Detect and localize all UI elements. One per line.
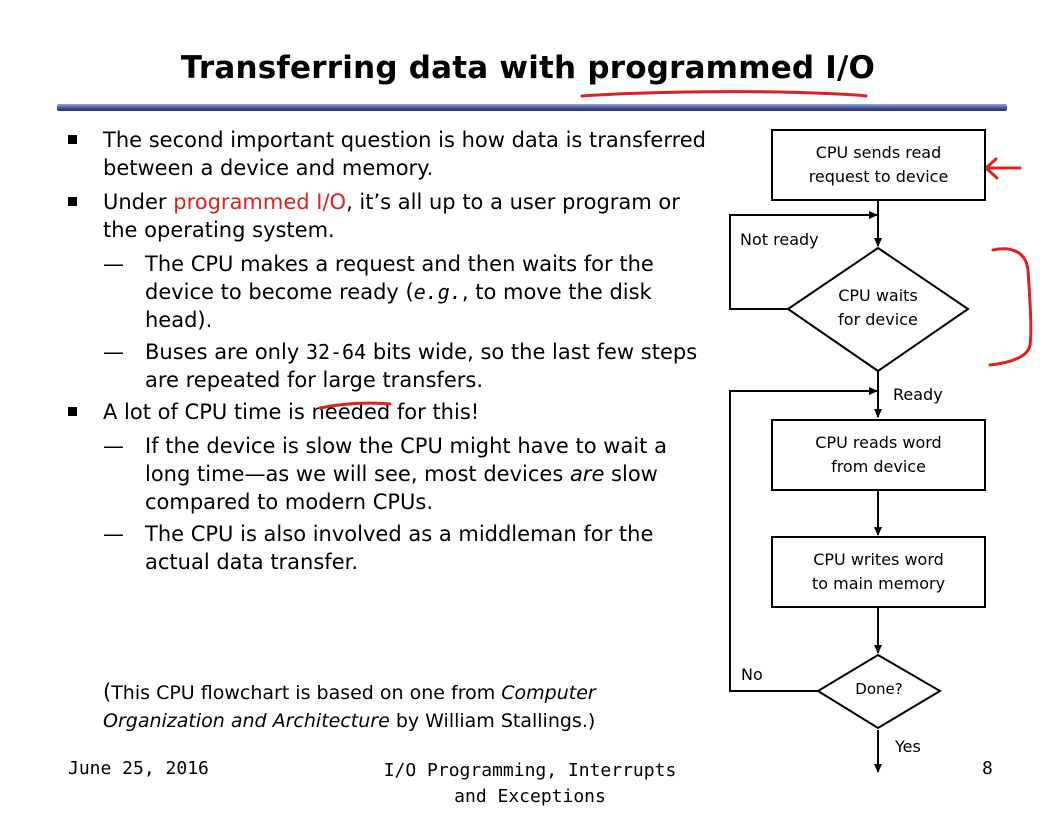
bullet-marker (68, 197, 77, 206)
wait-decision-diamond (786, 246, 970, 373)
note-paren: ( (103, 680, 112, 704)
no-loop (729, 390, 878, 692)
sub-bullet-2-post: bits wide, so the last few steps are rep… (145, 340, 698, 392)
dash-marker: — (103, 522, 124, 546)
underline-annotation-title (580, 90, 868, 98)
bullet-2-post: , it’s all up to a user program or the o… (103, 190, 680, 242)
box-read-word: CPU reads word from device (771, 419, 986, 491)
box3-line2: to main memory (811, 574, 946, 593)
wait-decision-label: CPU waits for device (798, 284, 958, 332)
bullet-1-text: The second important question is how dat… (103, 128, 707, 180)
sub-bullet-4-text: The CPU is also involved as a middleman … (145, 522, 654, 574)
programmed-io-highlight: programmed I/O (173, 190, 347, 214)
footer-title: I/O Programming, Interrupts and Exceptio… (360, 758, 700, 810)
label-not-ready: Not ready (740, 230, 819, 249)
note-pre: This CPU flowchart is based on one from (111, 682, 502, 704)
brace-annotation (988, 247, 1033, 367)
note-post: by William Stallings.) (389, 710, 596, 732)
label-yes: Yes (895, 737, 921, 756)
slide-body: The second important question is how dat… (68, 126, 708, 580)
page-number: 8 (982, 758, 993, 779)
bullet-1: The second important question is how dat… (68, 126, 708, 182)
book-title: Computer Organization and Architecture (103, 682, 596, 732)
not-ready-loop (729, 214, 878, 310)
title-part2: programmed I/O (587, 50, 876, 86)
bullet-3-text: A lot of CPU time is needed for this! (103, 400, 480, 424)
decision1-line1: CPU waits (838, 286, 918, 305)
box3-line1: CPU writes word (813, 550, 944, 569)
label-no: No (741, 665, 763, 684)
bullet-2-pre: Under (103, 190, 174, 214)
bullet-3: A lot of CPU time is needed for this! (68, 398, 708, 426)
box-write-word: CPU writes word to main memory (771, 536, 986, 608)
footer-title-line1: I/O Programming, Interrupts (383, 760, 677, 781)
bullet-marker (68, 135, 77, 144)
box2-line1: CPU reads word (815, 433, 942, 452)
bus-width: 32-64 (305, 340, 367, 364)
dash-marker: — (103, 340, 124, 364)
bullet-2: Under programmed I/O, it’s all up to a u… (68, 188, 708, 244)
decision1-line2: for device (838, 310, 918, 329)
citation-note: (This CPU flowchart is based on one from… (103, 678, 723, 735)
bullet-marker (68, 407, 77, 416)
sub-bullet-1-pre: The CPU makes a request and then waits f… (145, 252, 654, 304)
sub-bullet-3-pre: If the device is slow the CPU might have… (145, 434, 667, 486)
box-send-request: CPU sends read request to device (771, 129, 986, 201)
eg-text: e.g. (413, 280, 462, 304)
dash-marker: — (103, 434, 124, 458)
sub-bullet-3-post: slow compared to modern CPUs. (145, 462, 658, 514)
footer-date: June 25, 2016 (68, 758, 209, 779)
dash-marker: — (103, 252, 124, 276)
sub-bullet-4: — The CPU is also involved as a middlema… (68, 520, 708, 576)
footer-title-line2: and Exceptions (454, 786, 606, 807)
title-rule (57, 104, 1007, 111)
sub-bullet-1: — The CPU makes a request and then waits… (68, 250, 708, 334)
sub-bullet-3: — If the device is slow the CPU might ha… (68, 432, 708, 516)
box1-line1: CPU sends read (815, 143, 942, 162)
done-decision-label: Done? (855, 680, 903, 698)
are-emphasis: are (569, 462, 605, 486)
label-ready: Ready (893, 385, 943, 404)
sub-bullet-2-pre: Buses are only (145, 340, 306, 364)
box1-line2: request to device (808, 167, 949, 186)
sub-bullet-1-post: , to move the disk head). (145, 280, 652, 332)
slide-title: Transferring data with programmed I/O (0, 50, 1056, 86)
done-decision-diamond (816, 653, 942, 730)
sub-bullet-2: — Buses are only 32-64 bits wide, so the… (68, 338, 708, 394)
box2-line2: from device (831, 457, 926, 476)
arrow-annotation (984, 157, 1022, 180)
title-part1: Transferring data with (180, 50, 588, 86)
underline-annotation-bus (318, 401, 392, 410)
